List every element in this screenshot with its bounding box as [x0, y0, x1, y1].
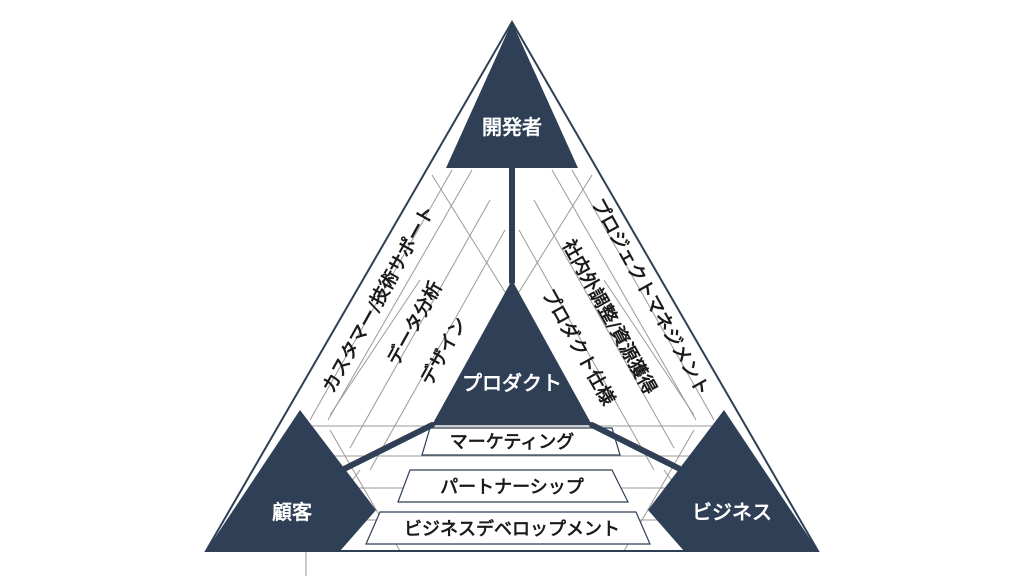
vertex-label-top: 開発者	[482, 115, 542, 139]
grid-line	[518, 229, 655, 471]
grid-line	[533, 199, 675, 449]
center-triangle	[432, 280, 592, 425]
grid-line	[603, 279, 695, 416]
vertex-label-bottom-right: ビジネス	[692, 500, 772, 524]
bottom-label-2: パートナーシップ	[440, 476, 585, 498]
vertex-label-bottom-left: 顧客	[272, 500, 313, 524]
grid-line	[513, 174, 593, 301]
grid-line	[571, 169, 715, 421]
top-vertex-shape	[446, 22, 578, 168]
grid-line	[349, 199, 491, 449]
bottom-label-1: マーケティング	[450, 431, 575, 453]
bottom-left-vertex-shape	[206, 410, 376, 551]
divider-left	[327, 422, 435, 479]
grid-line	[329, 279, 421, 416]
bottom-row-1	[421, 427, 621, 456]
bottom-label-3: ビジネスデベロップメント	[404, 518, 620, 540]
bottom-row-3	[365, 511, 651, 545]
grid-line	[309, 169, 453, 421]
grid-line	[327, 169, 473, 421]
grid-line	[369, 229, 506, 471]
bottom-right-vertex-shape	[648, 410, 818, 551]
divider-right	[589, 422, 697, 479]
bottom-row-2	[397, 469, 629, 503]
grid-line	[431, 174, 511, 301]
vertex-label-center: プロダクト	[462, 371, 562, 395]
bottom-rows	[365, 427, 651, 545]
outer-triangle-border	[204, 20, 820, 552]
grid-line	[551, 169, 697, 421]
